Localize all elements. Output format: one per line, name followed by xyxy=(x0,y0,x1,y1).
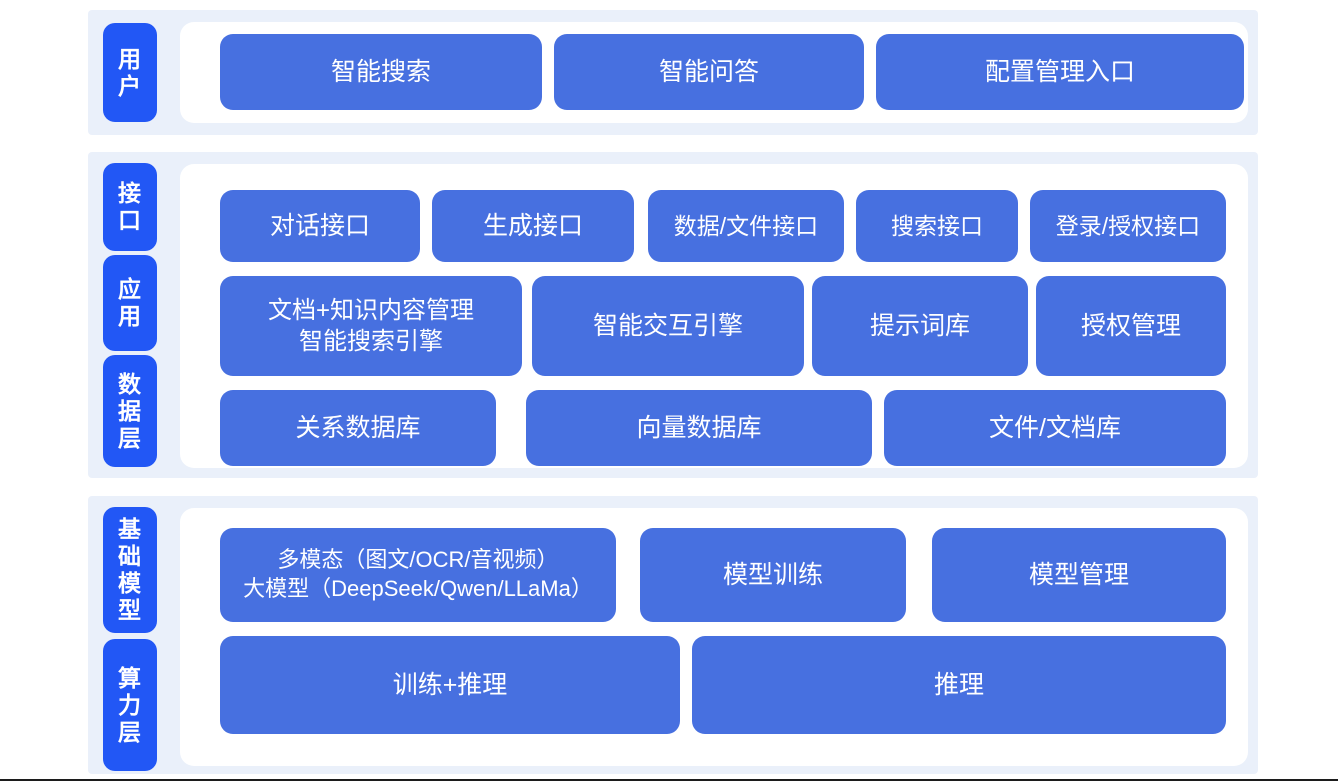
node-smart-search[interactable]: 智能搜索 xyxy=(220,34,542,110)
layer-label-interface: 接口 xyxy=(103,163,157,251)
node-generation-api[interactable]: 生成接口 xyxy=(432,190,634,262)
layer-label-foundation-model: 基础模型 xyxy=(103,507,157,633)
node-doc-knowledge-mgmt[interactable]: 文档+知识内容管理 智能搜索引擎 xyxy=(220,276,522,376)
node-model-training[interactable]: 模型训练 xyxy=(640,528,906,622)
node-training-inference[interactable]: 训练+推理 xyxy=(220,636,680,734)
layer-label-application: 应用 xyxy=(103,255,157,351)
layer-label-user: 用户 xyxy=(103,23,157,122)
node-data-file-api[interactable]: 数据/文件接口 xyxy=(648,190,844,262)
node-vector-db[interactable]: 向量数据库 xyxy=(526,390,872,466)
node-multimodal-llm[interactable]: 多模态（图文/OCR/音视频） 大模型（DeepSeek/Qwen/LLaMa） xyxy=(220,528,616,622)
layer-label-data: 数据层 xyxy=(103,355,157,467)
node-prompt-library[interactable]: 提示词库 xyxy=(812,276,1028,376)
bottom-divider xyxy=(0,779,1338,781)
node-model-management[interactable]: 模型管理 xyxy=(932,528,1226,622)
card-platform: 对话接口 生成接口 数据/文件接口 搜索接口 登录/授权接口 文档+知识内容管理… xyxy=(180,164,1248,468)
node-config-entry[interactable]: 配置管理入口 xyxy=(876,34,1244,110)
layer-label-compute: 算力层 xyxy=(103,639,157,771)
card-foundation: 多模态（图文/OCR/音视频） 大模型（DeepSeek/Qwen/LLaMa）… xyxy=(180,508,1248,766)
node-login-auth-api[interactable]: 登录/授权接口 xyxy=(1030,190,1226,262)
node-authorization-mgmt[interactable]: 授权管理 xyxy=(1036,276,1226,376)
layer-label-foundation-model-text: 基础模型 xyxy=(118,516,142,623)
node-smart-qa[interactable]: 智能问答 xyxy=(554,34,864,110)
section-user: 用户 智能搜索 智能问答 配置管理入口 xyxy=(88,10,1258,135)
layer-label-application-text: 应用 xyxy=(118,276,142,329)
section-platform: 接口 应用 数据层 对话接口 生成接口 数据/文件接口 搜索接口 登录/授权接口… xyxy=(88,152,1258,478)
card-user: 智能搜索 智能问答 配置管理入口 xyxy=(180,22,1248,123)
node-file-doc-store[interactable]: 文件/文档库 xyxy=(884,390,1226,466)
node-interaction-engine[interactable]: 智能交互引擎 xyxy=(532,276,804,376)
layer-label-data-text: 数据层 xyxy=(118,370,142,451)
node-relational-db[interactable]: 关系数据库 xyxy=(220,390,496,466)
layer-label-compute-text: 算力层 xyxy=(118,664,142,745)
section-foundation: 基础模型 算力层 多模态（图文/OCR/音视频） 大模型（DeepSeek/Qw… xyxy=(88,496,1258,774)
node-inference[interactable]: 推理 xyxy=(692,636,1226,734)
node-search-api[interactable]: 搜索接口 xyxy=(856,190,1018,262)
layer-label-interface-text: 接口 xyxy=(118,180,142,233)
node-dialog-api[interactable]: 对话接口 xyxy=(220,190,420,262)
layer-label-user-text: 用户 xyxy=(118,45,142,99)
